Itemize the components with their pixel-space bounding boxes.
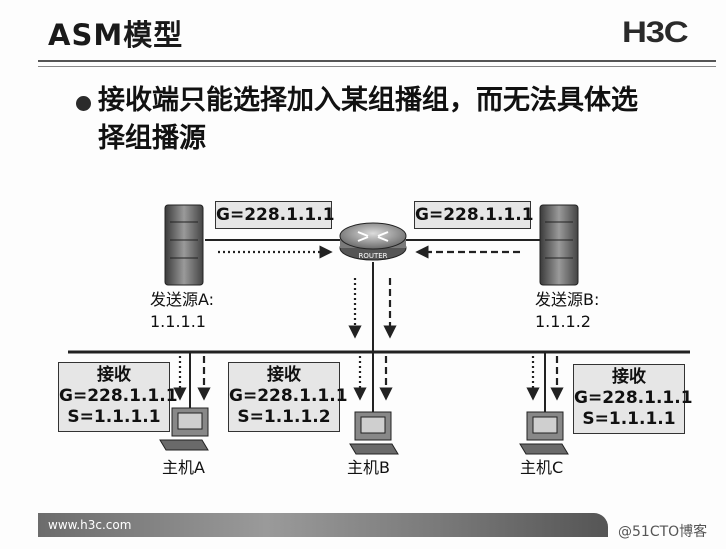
source-b-name: 发送源B: xyxy=(535,290,599,310)
host-c-name: 主机C xyxy=(520,458,563,478)
host-b-recv-label: 接收 xyxy=(229,365,339,386)
source-a-ip: 1.1.1.1 xyxy=(150,312,206,332)
host-a-group: G=228.1.1.1 xyxy=(59,386,169,407)
host-c-receive-box: 接收 G=228.1.1.1 S=1.1.1.1 xyxy=(573,364,685,434)
host-c-group: G=228.1.1.1 xyxy=(574,388,684,409)
server-b-icon xyxy=(540,205,578,285)
router-icon: ROUTER xyxy=(340,223,406,260)
host-c-icon xyxy=(520,412,568,454)
source-a-name: 发送源A: xyxy=(150,290,214,310)
host-a-recv-label: 接收 xyxy=(59,365,169,386)
host-b-group: G=228.1.1.1 xyxy=(229,386,339,407)
host-a-receive-box: 接收 G=228.1.1.1 S=1.1.1.1 xyxy=(58,362,170,432)
host-a-name: 主机A xyxy=(162,458,205,478)
watermark: @51CTO博客 xyxy=(618,521,707,541)
source-b-ip: 1.1.1.2 xyxy=(535,312,591,332)
host-c-recv-label: 接收 xyxy=(574,367,684,388)
host-a-source: S=1.1.1.1 xyxy=(59,407,169,428)
server-a-icon xyxy=(165,205,203,285)
router-label: ROUTER xyxy=(358,252,387,260)
host-b-receive-box: 接收 G=228.1.1.1 S=1.1.1.2 xyxy=(228,362,340,432)
host-b-name: 主机B xyxy=(347,458,390,478)
host-b-icon xyxy=(350,412,398,454)
source-b-group-box: G=228.1.1.1 xyxy=(414,201,531,229)
source-a-group-box: G=228.1.1.1 xyxy=(215,201,332,229)
footer-url: www.h3c.com xyxy=(48,518,131,532)
host-c-source: S=1.1.1.1 xyxy=(574,409,684,430)
host-b-source: S=1.1.1.2 xyxy=(229,407,339,428)
